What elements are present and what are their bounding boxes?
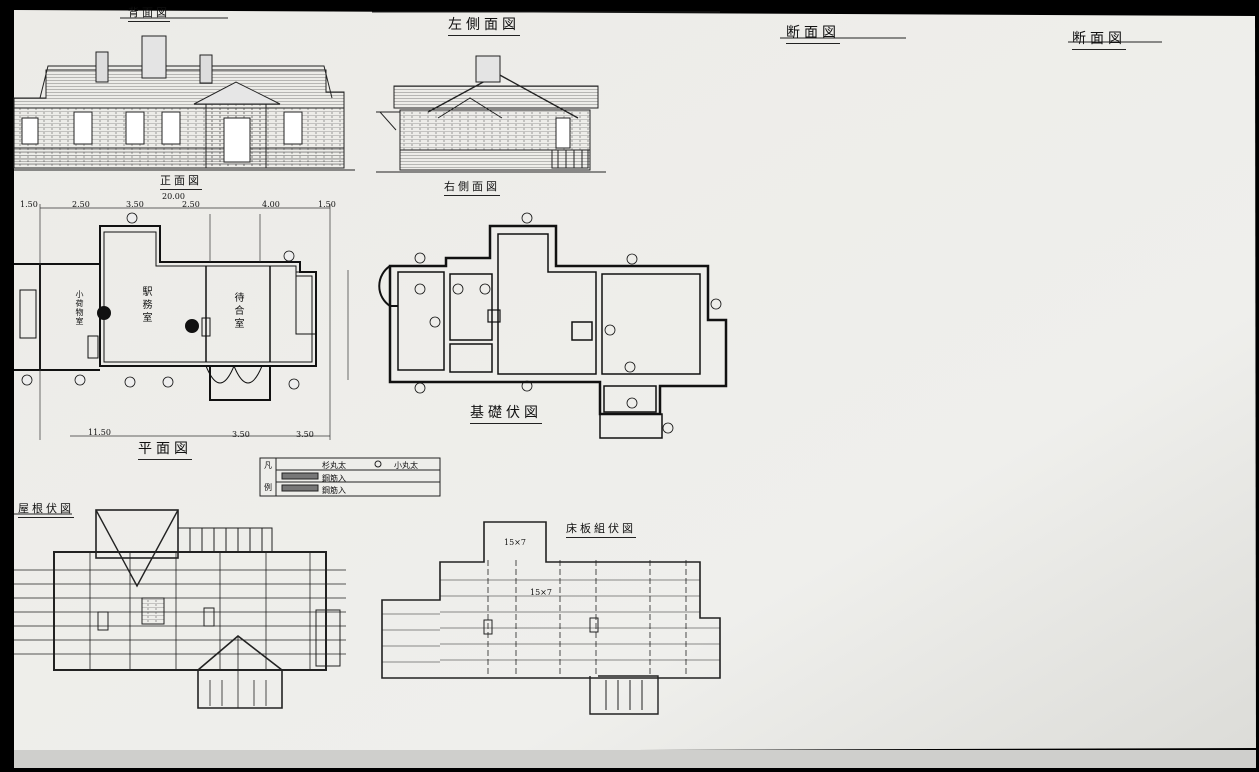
dimension-bottom: 3.50: [296, 430, 314, 439]
dimension-segment: 2.50: [182, 200, 200, 209]
title-section-2: 断面図: [1072, 28, 1126, 50]
legend-item: 鋼筋入: [322, 486, 346, 495]
room-waiting: 待合室: [232, 292, 243, 331]
framing-note: 15×7: [530, 588, 552, 597]
dimension-total: 20.00: [162, 192, 185, 201]
title-floor-plan: 平面図: [138, 438, 192, 460]
floor-plan: [14, 204, 349, 440]
dimension-segment: 3.50: [126, 200, 144, 209]
legend-item: 杉丸太: [322, 461, 346, 470]
dimension-bottom: 3.50: [232, 430, 250, 439]
dimension-segment: 4.00: [262, 200, 280, 209]
legend-item: 鋼筋入: [322, 474, 346, 483]
dimension-segment: 1.50: [318, 200, 336, 209]
title-left-side-elevation: 左側面図: [448, 14, 520, 36]
floor-framing-plan: [381, 521, 721, 715]
legend-item: 小丸太: [394, 461, 418, 470]
framing-note: 15×7: [504, 538, 526, 547]
paper: [14, 10, 1256, 752]
dimension-segment: 2.50: [72, 200, 90, 209]
room-office: 駅務室: [140, 286, 151, 325]
title-front-elevation: 正面図: [160, 172, 202, 190]
title-right-side-elevation: 右側面図: [444, 178, 500, 196]
title-rear-elevation: 背面図: [128, 4, 170, 22]
legend-heading: 凡: [264, 461, 272, 470]
title-section-1: 断面図: [786, 22, 840, 44]
right-side-elevation: [376, 55, 606, 173]
title-roof-plan: 屋根伏図: [18, 500, 74, 518]
front-elevation: [13, 35, 355, 171]
title-foundation-plan: 基礎伏図: [470, 402, 542, 424]
dimension-depth: 11.50: [88, 428, 111, 437]
foundation-plan: [378, 212, 728, 439]
room-parcel: 小荷物室: [75, 290, 84, 326]
legend-box: [259, 457, 441, 497]
roof-plan: [14, 509, 346, 709]
title-floor-framing-plan: 床板組伏図: [566, 520, 636, 538]
legend-heading: 例: [264, 483, 272, 492]
dimension-segment: 1.50: [20, 200, 38, 209]
